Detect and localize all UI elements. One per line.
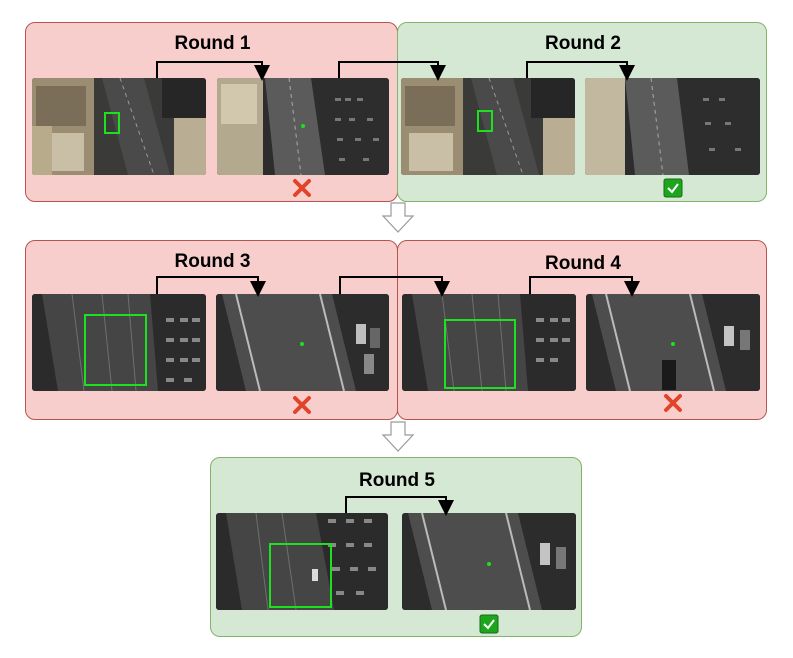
round-5-title: Round 5: [359, 470, 435, 491]
round-1-match-dot: [301, 124, 305, 128]
round-3-title: Round 3: [174, 251, 251, 272]
round-4-cross-icon: [664, 394, 682, 412]
round-4-title: Round 4: [545, 253, 621, 274]
round-2-target-box: [477, 110, 493, 132]
down-arrow-icon: [381, 421, 415, 452]
round-5-check-icon: [479, 614, 499, 634]
round-2-check-icon: [663, 178, 683, 198]
round-4-match-dot: [671, 342, 675, 346]
round-2-search-image: [401, 78, 575, 175]
down-arrow-icon: [381, 202, 415, 233]
round-4-target-box: [444, 319, 516, 389]
round-3-target-box: [84, 314, 147, 386]
round-3-match-dot: [300, 342, 304, 346]
round-5-target-box: [269, 543, 332, 608]
round-2-match-image: [585, 78, 760, 175]
round-3-search-image: [32, 294, 206, 391]
round-3-cross-icon: [293, 396, 311, 414]
round-1-target-box: [104, 112, 120, 134]
round-5-search-image: [216, 513, 388, 610]
round-1-cross-icon: [293, 179, 311, 197]
round-1-search-image: [32, 78, 206, 175]
round-5-match-image: [402, 513, 576, 610]
round-2-title: Round 2: [545, 33, 621, 54]
round-5-match-dot: [487, 562, 491, 566]
round-4-search-image: [402, 294, 576, 391]
round-1-title: Round 1: [174, 33, 251, 54]
round-1-match-image: [217, 78, 389, 175]
